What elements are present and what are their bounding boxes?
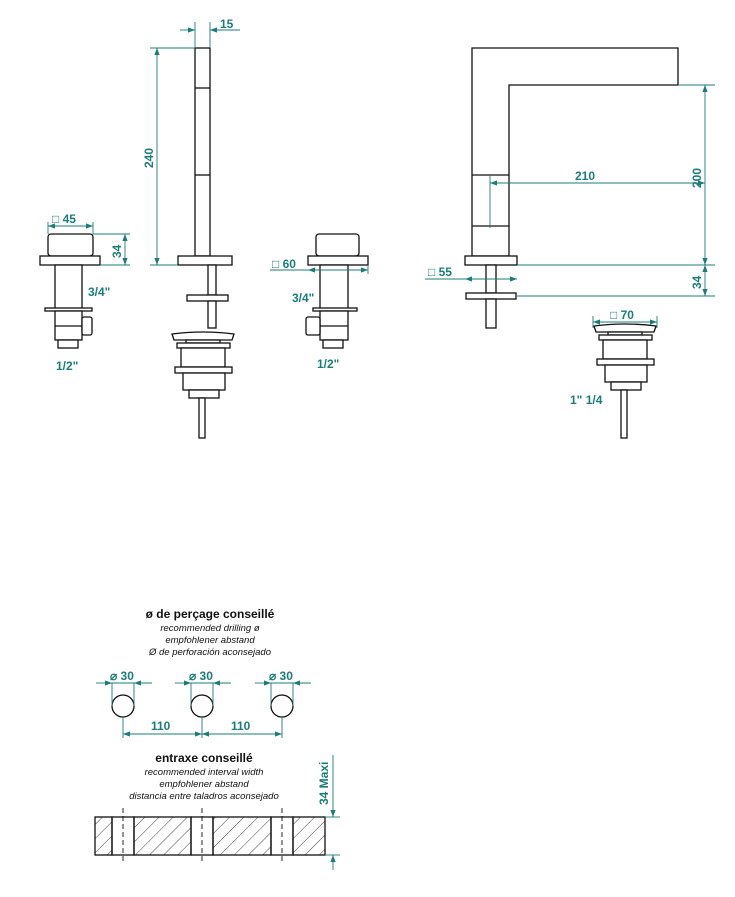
drain-side-dimensions: □ 70 1" 1/4 [570,308,658,407]
reach-dimension: 210 [575,169,595,183]
interval-line: empfohlener abstand [159,779,249,790]
left-inlet-label: 3/4" [88,285,110,299]
hole-diameter: ⌀ 30 [110,669,134,683]
drain-front [171,331,235,439]
hole-diameter: ⌀ 30 [269,669,293,683]
left-handle-height: 34 [110,244,124,258]
side-dimensions: 210 200 34 □ 55 [425,84,715,297]
right-inlet-label: 3/4" [292,291,314,305]
left-valve-dimensions: □ 45 34 3/4" 1/2" [47,212,130,373]
interval-line: distancia entre taladros aconsejado [129,791,278,802]
drilling-line: recommended drilling ø [160,623,259,634]
left-handle-size: □ 45 [52,212,76,226]
drilling-line: Ø de perforación aconsejado [148,647,271,658]
drain-size: □ 70 [610,308,634,322]
left-outlet-label: 1/2" [56,359,78,373]
interval-info: entraxe conseillé recommended interval w… [129,751,278,802]
right-valve-dimensions: □ 60 3/4" 1/2" [270,257,369,371]
spout-height: 240 [142,148,156,168]
drilling-line: empfohlener abstand [165,635,255,646]
right-plate-size: □ 60 [272,257,296,271]
drilling-info: ø de perçage conseillé recommended drill… [146,607,275,658]
drain-side [593,323,657,439]
countertop-section: 34 Maxi [94,755,340,870]
hole-spacing: 110 [151,719,171,733]
base-size: □ 55 [428,265,452,279]
right-outlet-label: 1/2" [317,357,339,371]
hole-spacing: 110 [231,719,251,733]
drilling-holes: ⌀ 30 ⌀ 30 ⌀ 30 110 110 [96,669,311,738]
left-valve [39,233,101,349]
base-height: 34 [690,275,704,289]
spout-width: 15 [220,17,234,31]
drain-thread: 1" 1/4 [570,393,603,407]
right-valve [305,233,369,349]
spout-front [177,47,233,329]
interval-line: recommended interval width [145,767,264,778]
spout-height-side: 200 [690,168,704,188]
hole-diameter: ⌀ 30 [189,669,213,683]
spout-dimensions: 15 240 [142,17,240,266]
interval-title: entraxe conseillé [155,751,253,765]
max-thickness: 34 Maxi [317,762,331,805]
drilling-title: ø de perçage conseillé [146,607,275,621]
spout-side [464,47,679,329]
